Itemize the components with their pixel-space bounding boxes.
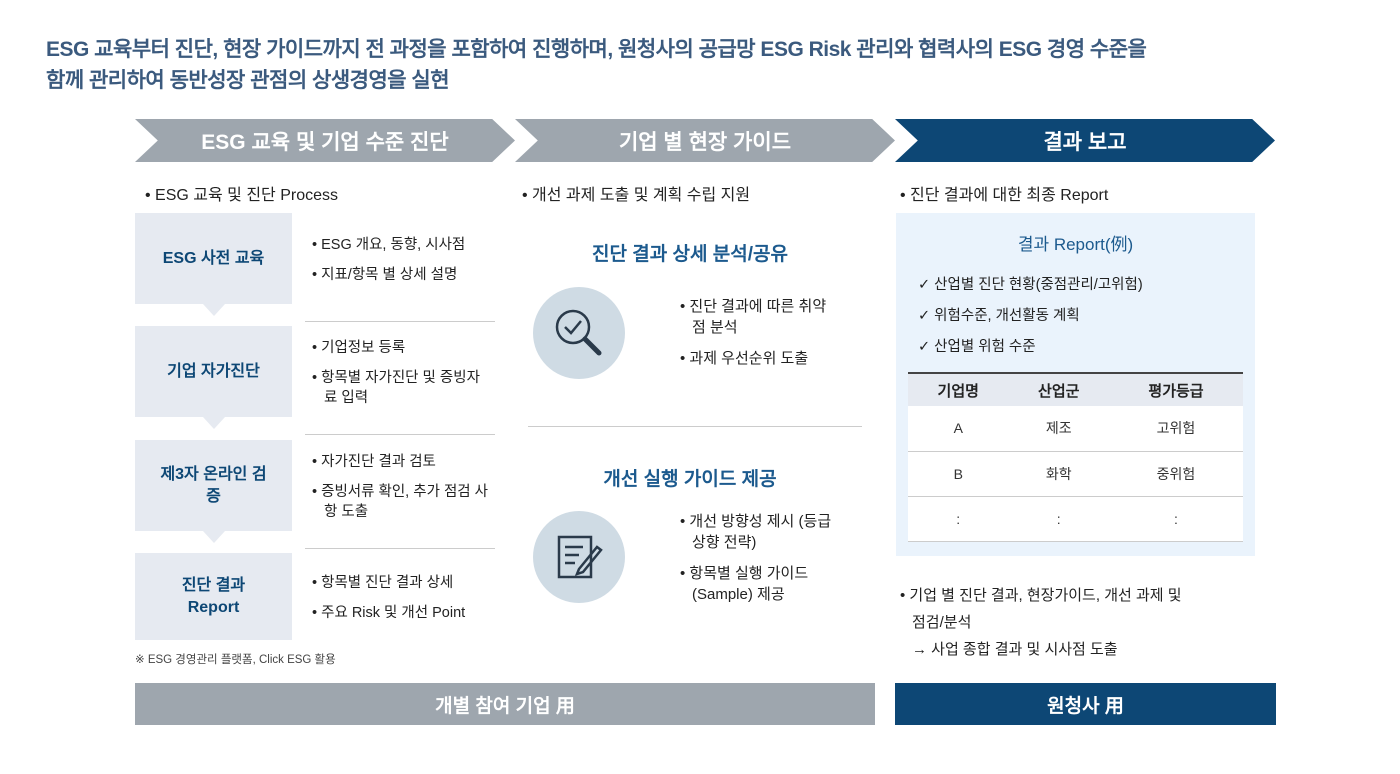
table-row: ::: [908,496,1243,542]
divider [305,321,495,322]
step-third-party: 제3자 온라인 검증 [135,440,292,543]
right-bullet: • 진단 결과에 대한 최종 Report [900,187,1109,204]
bottom-bar-participants: 개별 참여 기업 用 [135,683,875,725]
report-title: 결과 Report(例) [1017,235,1134,254]
step-self-diagnosis: 기업 자가진단 [135,326,292,429]
report-checklist: ✓ 산업별 진단 현황(중점관리/고위험) ✓ 위험수준, 개선활동 계획 ✓ … [918,270,1143,363]
section-heading: 개선 실행 가이드 제공 [603,469,777,490]
section-desc: • 진단 결과에 따른 취약점 분석• 과제 우선순위 도출 [680,298,827,367]
step-desc: • ESG 개요, 동향, 시사점• 지표/항목 별 상세 설명 [312,237,466,283]
bottom-bar-contractor: 원청사 用 [895,683,1276,725]
step-report: 진단 결과 Report [135,553,292,640]
divider [528,426,862,427]
left-bullet: • ESG 교육 및 진단 Process [145,187,339,204]
step-desc: • 항목별 진단 결과 상세• 주요 Risk 및 개선 Point [312,575,466,621]
col-header: 평가등급 [1109,372,1243,406]
magnifier-check-icon [533,287,625,379]
document-pen-icon [533,511,625,603]
step-desc: • 자가진단 결과 검토• 증빙서류 확인, 추가 점검 사항 도출 [312,454,488,520]
check-item: ✓ 산업별 위험 수준 [918,339,1036,355]
col-header: 산업군 [1008,372,1109,406]
section-heading: 진단 결과 상세 분석/공유 [592,244,788,265]
divider [305,434,495,435]
col-header: 기업명 [908,372,1009,406]
divider [305,548,495,549]
footnote: ※ ESG 경영관리 플랫폼, Click ESG 활용 [135,654,336,666]
section-desc: • 개선 방향성 제시 (등급 상향 전략)• 항목별 실행 가이드(Sampl… [680,513,832,603]
middle-bullet: • 개선 과제 도출 및 계획 수립 지원 [522,187,751,204]
step-desc: • 기업정보 등록• 항목별 자가진단 및 증빙자료 입력 [312,340,480,406]
check-item: ✓ 산업별 진단 현황(중점관리/고위험) [918,277,1143,293]
check-item: ✓ 위험수준, 개선활동 계획 [918,308,1080,324]
phase-guide: 기업 별 현장 가이드 [515,119,895,162]
page-title: ESG 교육부터 진단, 현장 가이드까지 전 과정을 포함하여 진행하며, 원… [46,38,1147,92]
step-pre-education: ESG 사전 교육 [135,213,292,316]
phase-report: 결과 보고 [895,119,1275,162]
phase-education: ESG 교육 및 기업 수준 진단 [135,119,515,162]
